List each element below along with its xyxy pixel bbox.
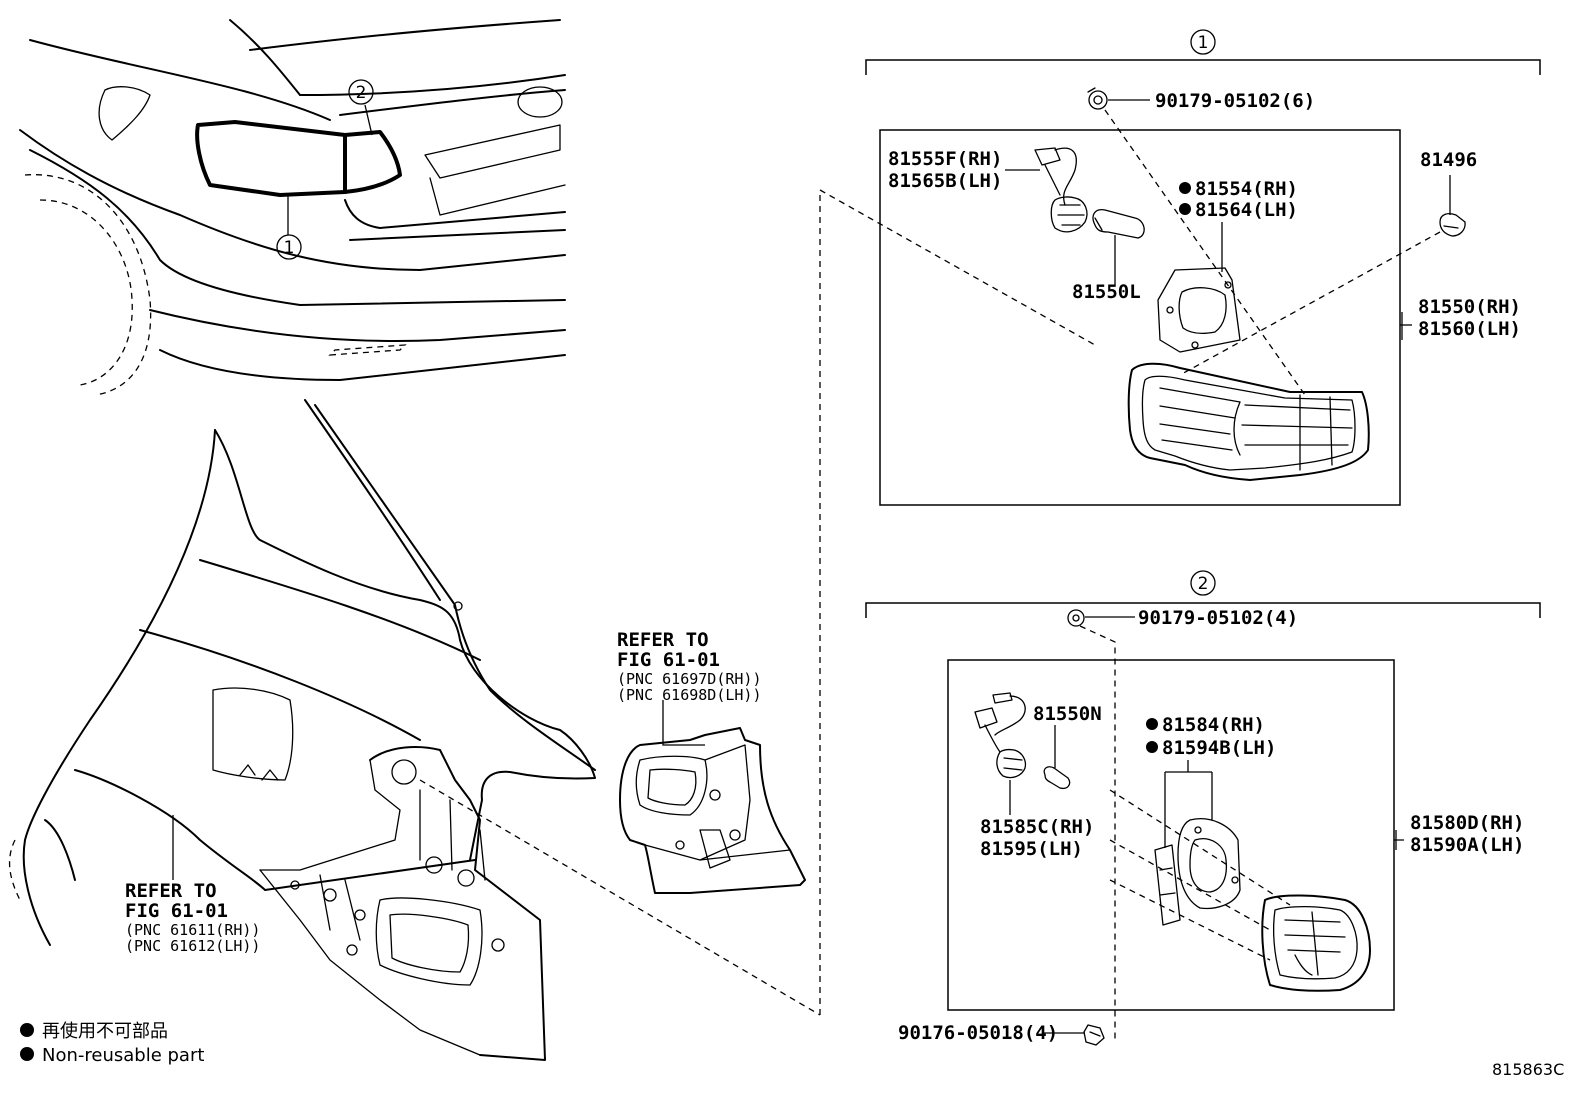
connector-quarter-to-lamp1	[419, 779, 821, 1016]
inner-bracket	[619, 700, 806, 894]
group-2-socket-rh-label: 81585C(RH)	[980, 816, 1094, 838]
legend-english: Non-reusable part	[42, 1045, 204, 1066]
group-2-bracket: 2	[865, 570, 1541, 618]
group-1-frame	[879, 129, 1401, 506]
refer-note-lower: REFER TO FIG 61-01 (PNC 61611(RH)) (PNC …	[125, 880, 260, 955]
group-1-lamp: 81550(RH) 81560(LH)	[1127, 296, 1521, 481]
group-2-axis-a	[1109, 789, 1291, 906]
group-1-bolt-axis	[1104, 109, 1306, 396]
refer-lower-line2: FIG 61-01	[125, 900, 228, 922]
group-2-lamp: 81580D(RH) 81590A(LH)	[1261, 812, 1524, 992]
group-2-gasket: 81584(RH) 81594B(LH)	[1146, 714, 1276, 926]
refer-upper-line3: (PNC 61697D(RH))	[617, 670, 762, 688]
drawing-code: 815863C	[1492, 1060, 1564, 1079]
group-1-gasket-rh-label: 81554(RH)	[1195, 178, 1298, 200]
refer-lower-line4: (PNC 61612(LH))	[125, 937, 260, 955]
group-2-socket-lh-label: 81595(LH)	[980, 838, 1083, 860]
connector-frame-to-lamp1	[819, 188, 1096, 1015]
group-2-axis-b	[1109, 839, 1271, 931]
legend-dot-icon	[20, 1047, 34, 1061]
non-reusable-marker	[1146, 741, 1158, 753]
refer-lower-line3: (PNC 61611(RH))	[125, 921, 260, 939]
refer-note-upper: REFER TO FIG 61-01 (PNC 61697D(RH)) (PNC…	[617, 629, 762, 704]
legend-japanese: 再使用不可部品	[42, 1021, 168, 1042]
group-1-socket-lh-label: 81565B(LH)	[888, 170, 1002, 192]
group-1-bolt: 90179-05102(6)	[1087, 87, 1315, 112]
group-1-socket: 81555F(RH) 81565B(LH)	[888, 147, 1088, 233]
group-2-lamp-lh-label: 81590A(LH)	[1410, 834, 1524, 856]
non-reusable-marker	[1146, 718, 1158, 730]
group-2-bolt-axis	[1079, 625, 1116, 1040]
callout-2-label: 2	[356, 83, 367, 103]
vehicle-rear-view	[19, 19, 566, 396]
refer-upper-line1: REFER TO	[617, 629, 709, 651]
vehicle-callout-1: 1	[276, 234, 302, 260]
group-2-gasket-rh-label: 81584(RH)	[1162, 714, 1265, 736]
group-1-bulb: 81550L	[1072, 209, 1145, 303]
group-1-gasket-lh-label: 81564(LH)	[1195, 199, 1298, 221]
group-1-clip-axis	[1179, 231, 1441, 376]
group-1-lamp-lh-label: 81560(LH)	[1418, 318, 1521, 340]
group-1-socket-rh-label: 81555F(RH)	[888, 148, 1002, 170]
callout-1-label: 1	[284, 238, 295, 258]
refer-lower-line1: REFER TO	[125, 880, 217, 902]
group-2-bulb-label: 81550N	[1033, 703, 1102, 725]
group-2-gasket-lh-label: 81594B(LH)	[1162, 737, 1276, 759]
group-2-nut: 90176-05018(4)	[898, 1022, 1105, 1046]
group-1-bracket: 1	[865, 29, 1541, 75]
group-1-callout: 1	[1198, 33, 1209, 53]
non-reusable-marker	[1179, 203, 1191, 215]
group-1-gasket: 81554(RH) 81564(LH)	[1157, 178, 1298, 353]
refer-upper-line4: (PNC 61698D(LH))	[617, 686, 762, 704]
group-2-bolt-label: 90179-05102(4)	[1138, 607, 1298, 629]
group-1-clip: 81496	[1420, 149, 1477, 237]
group-2-axis-c	[1109, 879, 1271, 961]
group-2-bolt: 90179-05102(4)	[1067, 607, 1298, 629]
group-2-frame	[947, 659, 1395, 1011]
group-2-socket: 81585C(RH) 81595(LH)	[974, 692, 1094, 860]
refer-upper-line2: FIG 61-01	[617, 649, 720, 671]
legend: 再使用不可部品 Non-reusable part	[20, 1021, 204, 1066]
group-2-lamp-rh-label: 81580D(RH)	[1410, 812, 1524, 834]
group-2-callout: 2	[1198, 574, 1209, 594]
group-1-bolt-label: 90179-05102(6)	[1155, 90, 1315, 112]
legend-dot-icon	[20, 1023, 34, 1037]
group-1-clip-label: 81496	[1420, 149, 1477, 171]
group-1-lamp-rh-label: 81550(RH)	[1418, 296, 1521, 318]
vehicle-callout-2: 2	[348, 79, 374, 105]
non-reusable-marker	[1179, 182, 1191, 194]
group-1-bulb-label: 81550L	[1072, 281, 1141, 303]
group-2-nut-label: 90176-05018(4)	[898, 1022, 1058, 1044]
group-2-bulb: 81550N	[1033, 703, 1102, 790]
quarter-panel	[8, 399, 596, 1061]
